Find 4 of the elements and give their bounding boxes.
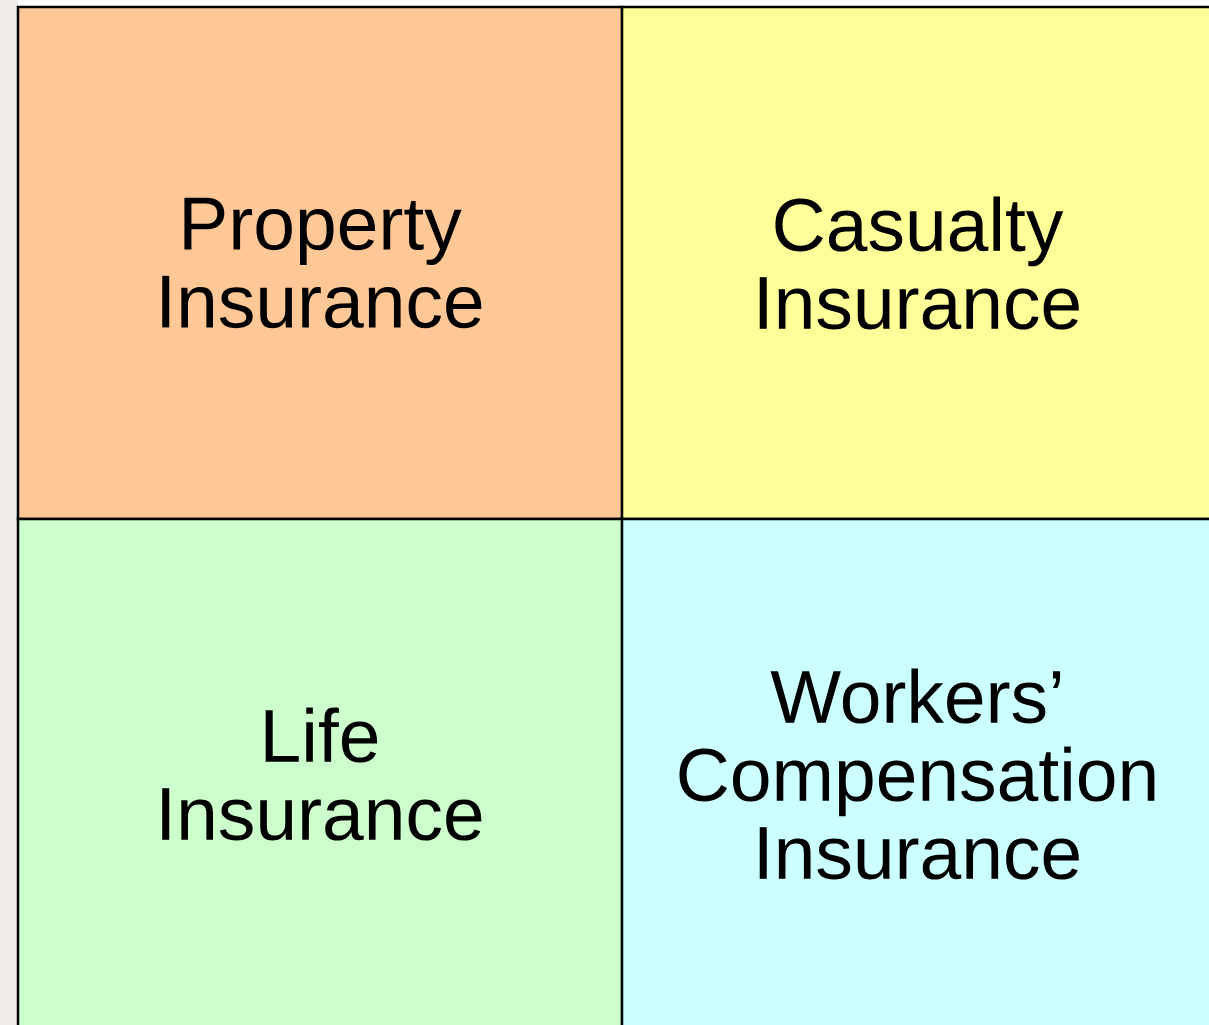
category-box: Life Insurance <box>16 517 624 1025</box>
category-box: Workers’ Compensation Insurance <box>620 517 1209 1025</box>
category-box: Casualty Insurance <box>620 5 1209 521</box>
category-box: Property Insurance <box>16 5 624 521</box>
